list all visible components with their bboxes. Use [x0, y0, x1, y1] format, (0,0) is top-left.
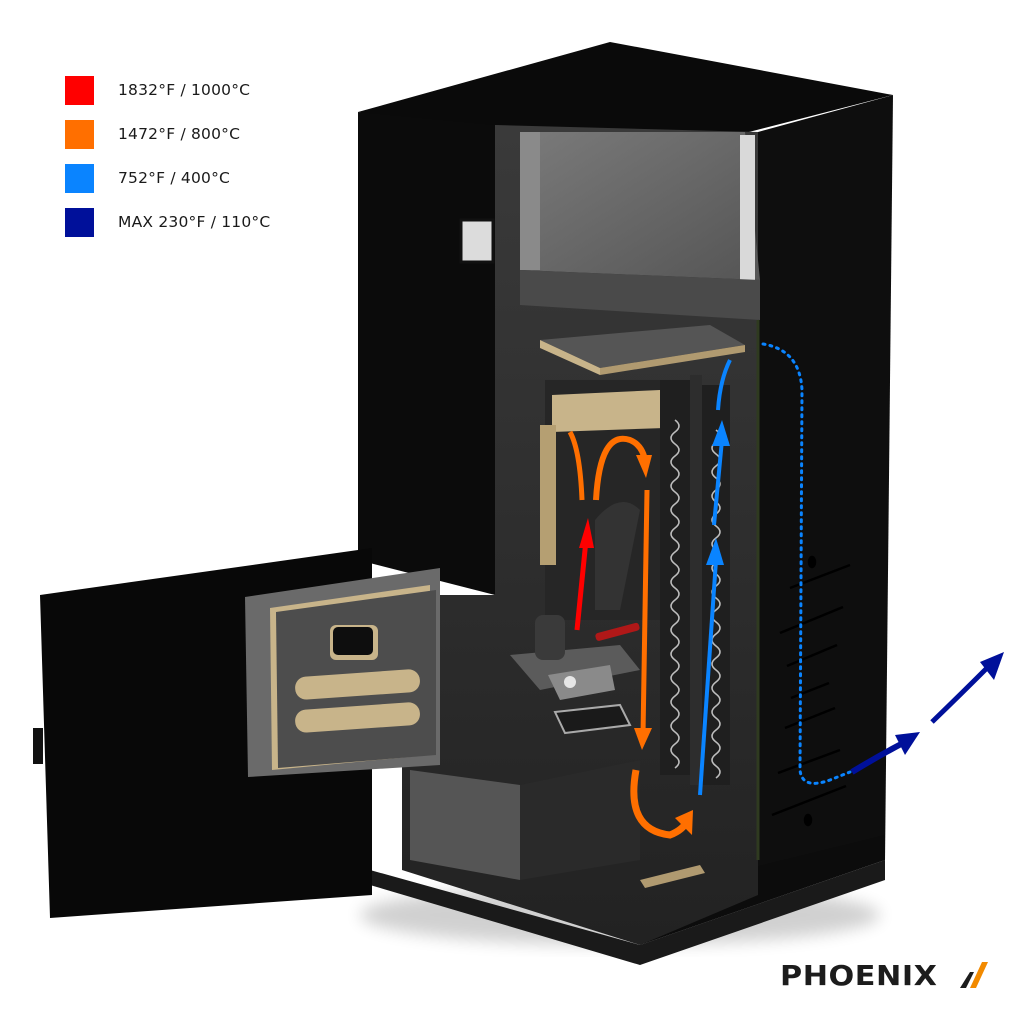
- door-viewing-window: [333, 627, 373, 655]
- door-insulation-strip: [295, 702, 420, 733]
- brand-logo: PHOENIX: [780, 958, 990, 992]
- legend-item-110c: MAX 230°F / 110°C: [65, 200, 270, 244]
- legend-label: MAX 230°F / 110°C: [118, 213, 271, 231]
- insulation-block: [552, 390, 665, 432]
- temperature-legend: 1832°F / 1000°C 1472°F / 800°C 752°F / 4…: [65, 68, 270, 244]
- legend-label: 752°F / 400°C: [118, 169, 231, 187]
- exchanger-arrow: [698, 559, 718, 796]
- side-vents: [771, 555, 851, 827]
- pellet-chute: [595, 502, 640, 610]
- hopper-window: [459, 218, 495, 264]
- legend-label: 1472°F / 800°C: [118, 125, 241, 143]
- stove-door[interactable]: [33, 548, 440, 918]
- heat-flow-arrows: [567, 342, 1004, 839]
- door-insulation-strip: [295, 669, 420, 700]
- legend-swatch-dark-blue: [65, 207, 94, 237]
- heat-exchanger-tube: [660, 380, 690, 775]
- turbulator-spring: [670, 419, 680, 769]
- legend-swatch-red: [65, 75, 94, 105]
- legend-swatch-light-blue: [65, 163, 94, 193]
- exhaust-arrow: [930, 663, 992, 724]
- flue-path-dotted: [761, 342, 852, 785]
- exchanger-arrow: [716, 359, 732, 411]
- legend-item-1000c: 1832°F / 1000°C: [65, 68, 270, 112]
- exchanger-arrow: [712, 439, 724, 526]
- hot-gas-arrow: [640, 489, 650, 736]
- legend-item-800c: 1472°F / 800°C: [65, 112, 270, 156]
- igniter: [595, 622, 640, 641]
- phoenix-flame-icon: [959, 962, 988, 988]
- pellet-hopper: [520, 132, 760, 280]
- ash-chamber: [410, 770, 520, 880]
- flame-arrow: [574, 539, 589, 631]
- hot-gas-arrow: [567, 430, 585, 501]
- stove-interior: [402, 125, 760, 945]
- ash-tray: [553, 703, 632, 735]
- legend-swatch-orange: [65, 119, 94, 149]
- brand-name: PHOENIX: [780, 958, 938, 992]
- baffle-plate: [540, 325, 745, 368]
- hot-gas-arrow: [593, 435, 648, 501]
- legend-label: 1832°F / 1000°C: [118, 81, 251, 99]
- legend-item-400c: 752°F / 400°C: [65, 156, 270, 200]
